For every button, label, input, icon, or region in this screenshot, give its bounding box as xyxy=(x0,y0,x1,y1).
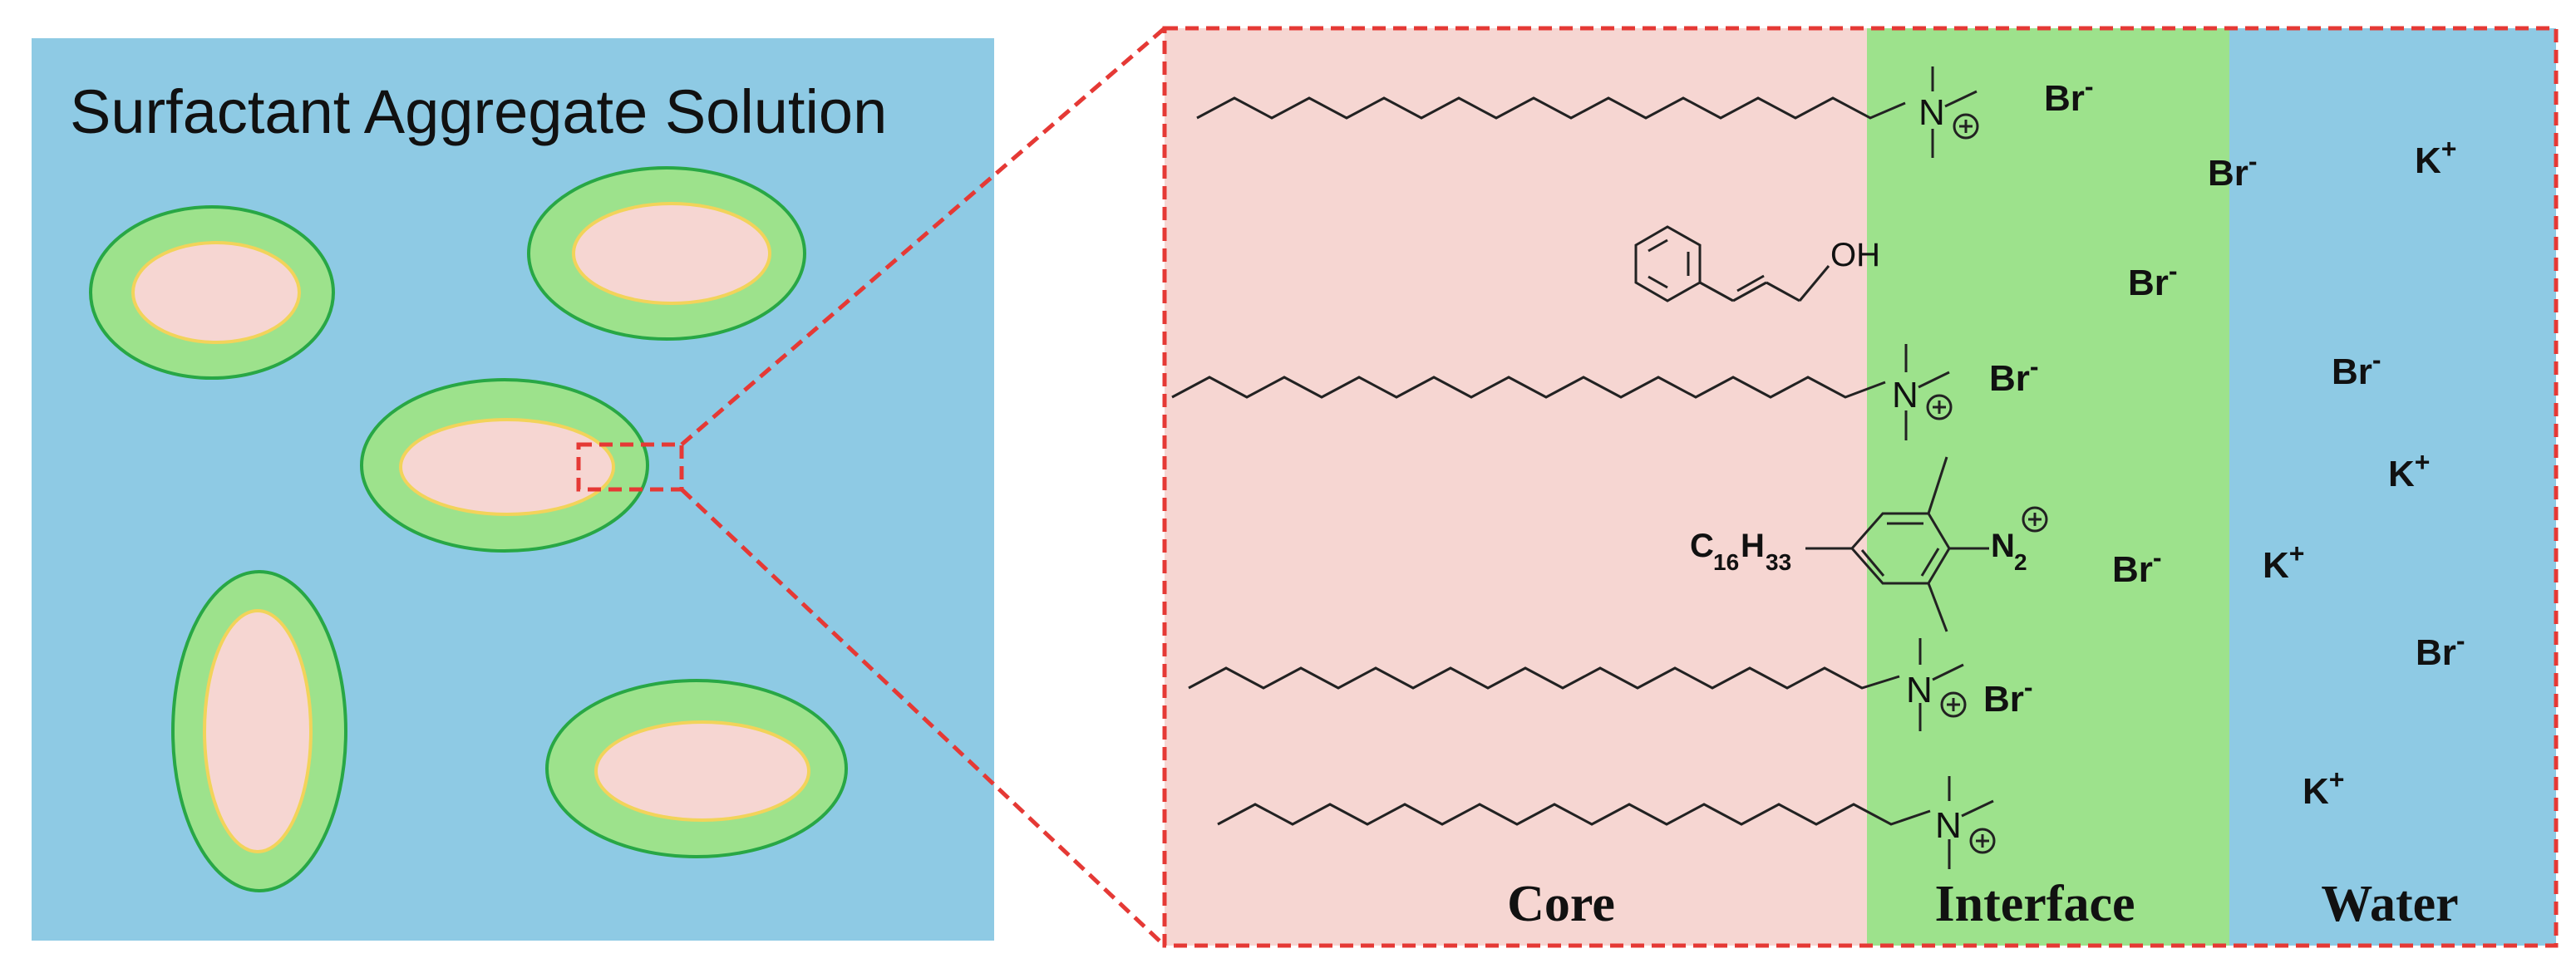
interface-region xyxy=(1867,28,2229,946)
bromide-ion: Br- xyxy=(2208,146,2258,194)
left-panel: Surfactant Aggregate Solution xyxy=(32,38,994,941)
alkyl-chain xyxy=(1171,376,1886,399)
core-label: Core xyxy=(1507,876,1615,932)
bromide-ion: Br- xyxy=(2416,626,2465,673)
aggregate-3 xyxy=(360,378,649,553)
nitrogen-3: N xyxy=(1906,670,1933,710)
bromide-ion: Br- xyxy=(2128,256,2178,303)
bromide-ion: Br- xyxy=(1989,351,2039,399)
alkyl-chain xyxy=(1217,803,1931,826)
right-panel: N N N N xyxy=(1162,26,2559,948)
alkyl-chain xyxy=(1196,96,1906,120)
nitrogen-4: N xyxy=(1935,805,1962,846)
aggregate-1 xyxy=(89,205,335,380)
cinnamyl-alcohol xyxy=(1634,225,1830,302)
svg-text:33: 33 xyxy=(1766,549,1791,575)
aggregate-4 xyxy=(171,570,347,892)
svg-text:16: 16 xyxy=(1713,549,1739,575)
bromide-ion: Br- xyxy=(2112,543,2162,590)
water-region xyxy=(2229,28,2556,946)
svg-text:C: C xyxy=(1690,528,1714,564)
aggregate-2 xyxy=(527,166,806,341)
potassium-ion: K+ xyxy=(2263,538,2304,586)
svg-text:N: N xyxy=(1991,528,2015,564)
diazonium-probe xyxy=(1805,456,2048,632)
svg-text:2: 2 xyxy=(2014,549,2027,575)
nitrogen-2: N xyxy=(1892,375,1918,415)
water-label: Water xyxy=(2321,876,2458,932)
bromide-ion: Br- xyxy=(2332,345,2381,392)
zoom-connectors xyxy=(680,27,1166,947)
region-labels: Core Interface Water xyxy=(1507,876,2458,932)
potassium-ion: K+ xyxy=(2303,764,2344,812)
left-panel-title: Surfactant Aggregate Solution xyxy=(70,77,887,146)
alkyl-chain xyxy=(1188,666,1900,690)
zoom-selection-box xyxy=(576,442,684,492)
ammonium-surfactant-1 xyxy=(1196,66,1979,158)
ammonium-surfactant-4 xyxy=(1217,776,1996,869)
ammonium-surfactant-3 xyxy=(1188,638,1967,731)
bromide-ion: Br- xyxy=(2044,71,2094,119)
diazonium-label: N 2 xyxy=(1991,528,2027,575)
potassium-ion: K+ xyxy=(2415,134,2456,181)
core-region xyxy=(1165,28,1867,946)
aggregate-5 xyxy=(545,679,848,858)
zoom-frame xyxy=(1162,26,2559,948)
potassium-ion: K+ xyxy=(2388,447,2430,494)
hydroxyl-label: OH xyxy=(1830,237,1880,273)
nitrogen-1: N xyxy=(1918,92,1945,133)
svg-text:H: H xyxy=(1741,528,1765,564)
alkyl-tail-label: C 16 H 33 xyxy=(1690,528,1791,575)
ammonium-surfactant-2 xyxy=(1171,344,1953,440)
interface-label: Interface xyxy=(1935,876,2135,932)
bromide-ion: Br- xyxy=(1983,672,2033,720)
ions: Br- Br- Br- Br- Br- Br- Br- Br- K+ K+ K+… xyxy=(1983,71,2465,812)
